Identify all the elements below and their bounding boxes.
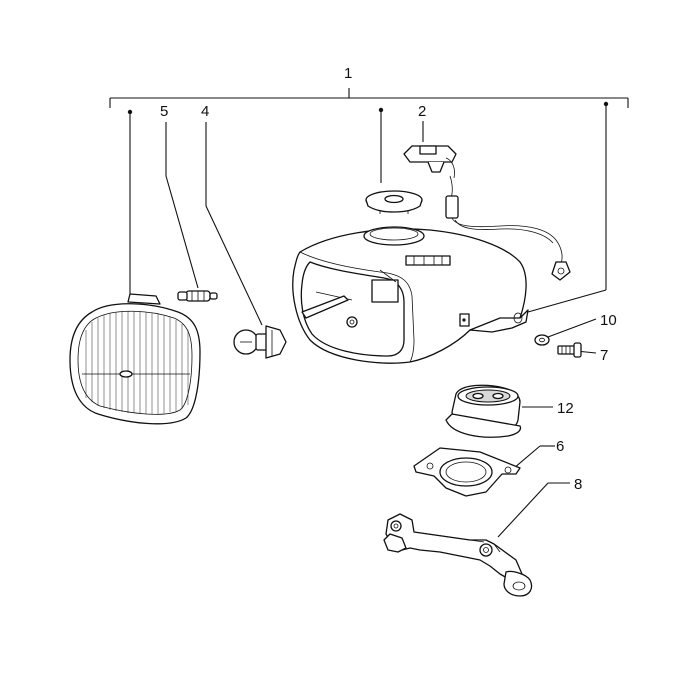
callout-4: 4: [201, 103, 209, 120]
callout-2: 2: [418, 103, 426, 120]
washer: [534, 334, 550, 346]
gasket-plate: [413, 447, 521, 497]
housing-cap: [365, 190, 423, 214]
instrument-unit: [445, 384, 522, 438]
mounting-bracket: [383, 513, 533, 597]
callout-6: 6: [556, 438, 564, 455]
main-bulb: [233, 325, 287, 359]
callout-5: 5: [160, 103, 168, 120]
callout-7: 7: [600, 347, 608, 364]
headlamp-housing: [292, 226, 529, 364]
callout-10: 10: [600, 312, 617, 329]
assembly-bracket: [109, 88, 629, 108]
callout-1: 1: [344, 65, 352, 82]
headlamp-lens: [69, 293, 201, 425]
screw: [557, 342, 582, 358]
callout-12: 12: [557, 400, 574, 417]
switch-connector: [403, 145, 571, 281]
callout-8: 8: [574, 476, 582, 493]
small-bulb: [177, 290, 218, 302]
